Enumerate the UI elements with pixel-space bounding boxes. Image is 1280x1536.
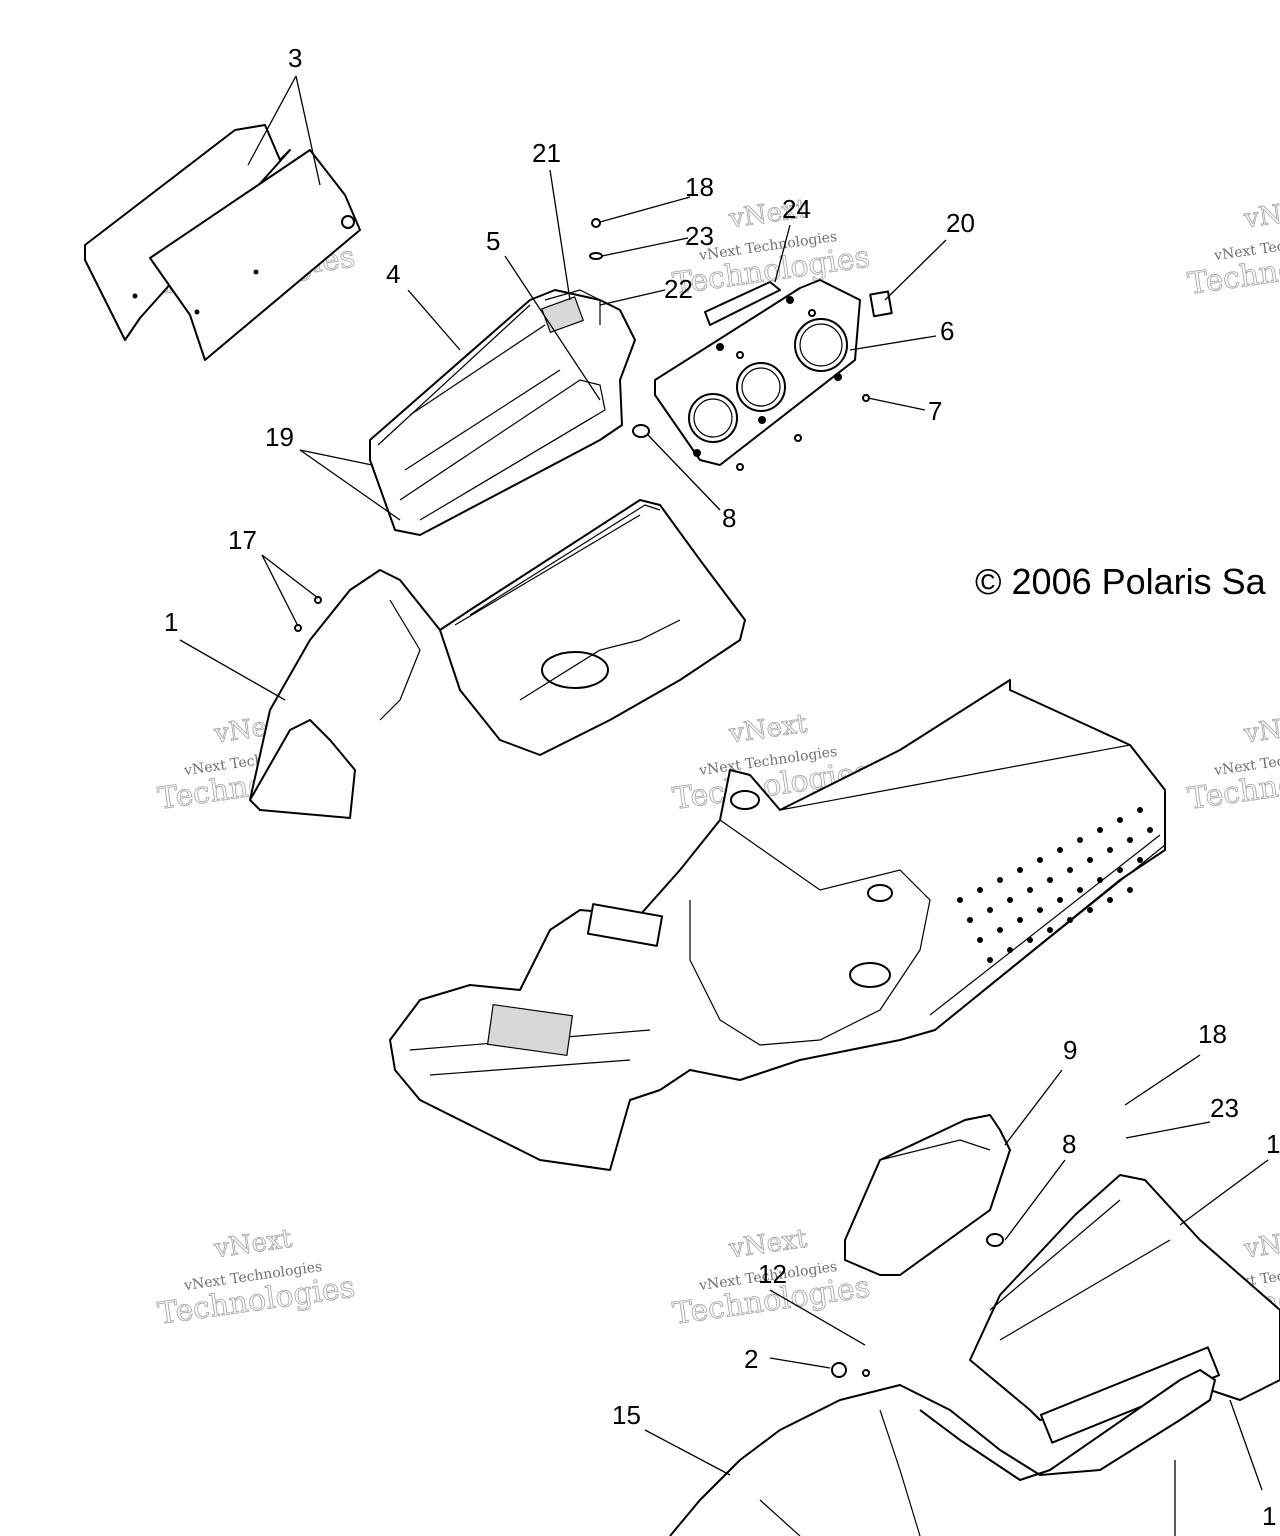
callout-21: 21	[532, 138, 561, 168]
callout-18-lower: 18	[1198, 1019, 1227, 1049]
callout-17: 17	[228, 525, 257, 555]
callout-5: 5	[486, 226, 500, 256]
callout-9: 9	[1063, 1035, 1077, 1065]
part-9	[844, 1114, 1011, 1276]
part-4-console	[369, 289, 636, 536]
callout-15: 15	[612, 1400, 641, 1430]
copyright-text: © 2006 Polaris Sa	[975, 561, 1267, 602]
watermark-line1: vNext	[1241, 194, 1280, 235]
watermark-line1: vNext	[211, 1224, 294, 1265]
callout-23-lower: 23	[1210, 1093, 1239, 1123]
fastener-2-12	[831, 1362, 870, 1378]
callout-2: 2	[744, 1344, 758, 1374]
watermark-line1: vNext	[1241, 1224, 1280, 1265]
callout-6: 6	[940, 316, 954, 346]
part-1-nose	[249, 499, 746, 819]
callout-23: 23	[685, 221, 714, 251]
callout-19: 19	[265, 422, 294, 452]
watermark-line1: vNext	[726, 709, 809, 750]
callouts: 3 21 18 24 23 5 20 22 4 6 7 19 8 17 1 18…	[164, 43, 1280, 1531]
callout-4: 4	[386, 259, 400, 289]
leader-lines	[179, 75, 1269, 1536]
watermark-line1: vNext	[1241, 709, 1280, 750]
part-6-gauge-panel	[654, 279, 893, 466]
callout-20: 20	[946, 208, 975, 238]
callout-1-bottom: 1	[1262, 1501, 1276, 1531]
chassis-tunnel	[389, 679, 1166, 1171]
part-1-lower	[969, 1174, 1280, 1444]
callout-3: 3	[288, 43, 302, 73]
part-15-lower	[669, 1369, 1216, 1536]
part-3-panels	[84, 124, 361, 361]
callout-8: 8	[722, 503, 736, 533]
callout-8-lower: 8	[1062, 1129, 1076, 1159]
callout-12: 12	[758, 1259, 787, 1289]
part-24-strip	[704, 281, 781, 326]
callout-22: 22	[664, 274, 693, 304]
callout-18: 18	[685, 172, 714, 202]
callout-24: 24	[782, 194, 811, 224]
callout-1-lower: 1	[1266, 1129, 1280, 1159]
tunnel-dots	[957, 807, 1153, 963]
callout-7: 7	[928, 396, 942, 426]
callout-1: 1	[164, 607, 178, 637]
